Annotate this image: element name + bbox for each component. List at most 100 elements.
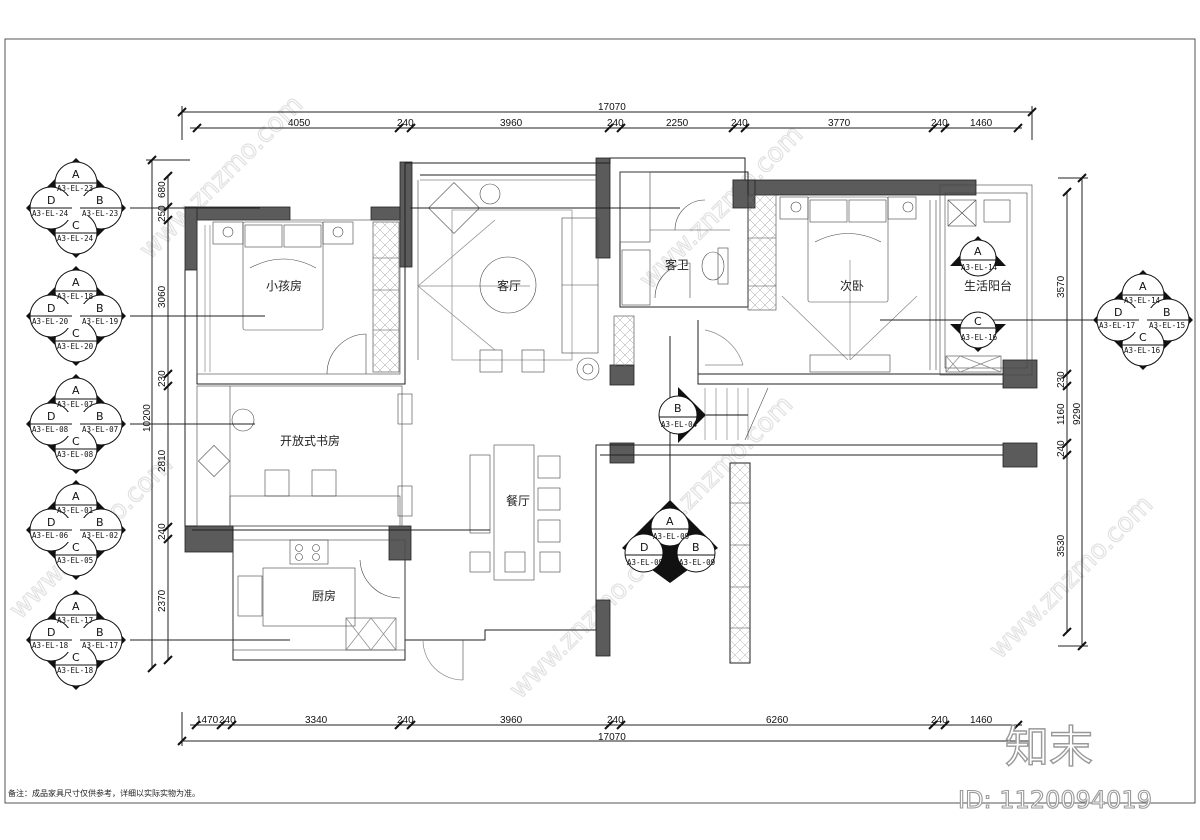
- svg-text:1470: 1470: [196, 715, 219, 726]
- svg-text:A3-EL-18: A3-EL-18: [32, 641, 69, 650]
- svg-text:A3-EL-02: A3-EL-02: [82, 531, 118, 540]
- brand-watermark: 知末: [1005, 722, 1093, 773]
- svg-text:www.znzmo.com: www.znzmo.com: [984, 490, 1159, 665]
- svg-text:6260: 6260: [766, 715, 789, 726]
- svg-text:D: D: [47, 410, 55, 423]
- svg-text:3060: 3060: [157, 285, 168, 308]
- svg-text:A3-EL-24: A3-EL-24: [57, 234, 94, 243]
- top-total-dimension: 17070: [598, 102, 626, 113]
- svg-text:D: D: [47, 626, 55, 639]
- svg-text:3570: 3570: [1056, 275, 1067, 298]
- svg-text:C: C: [72, 219, 80, 232]
- svg-text:680: 680: [157, 181, 168, 198]
- svg-text:A: A: [72, 600, 80, 613]
- svg-text:240: 240: [607, 715, 624, 726]
- right-dimension-chain: 3570 230 1160 240 3530 9290: [1056, 173, 1088, 651]
- svg-text:A3-EL-07: A3-EL-07: [57, 400, 93, 409]
- elevation-tag-balcony-a: A A3-EL-14: [950, 236, 1006, 277]
- svg-text:B: B: [1163, 306, 1171, 319]
- room-label-dining-room: 餐厅: [506, 493, 530, 508]
- room-label-utility-balcony: 生活阳台: [964, 278, 1012, 293]
- elevation-tag-balcony-c: C A3-EL-16: [950, 311, 1006, 352]
- svg-text:A: A: [666, 515, 674, 528]
- svg-text:3340: 3340: [305, 715, 328, 726]
- svg-text:C: C: [974, 315, 982, 328]
- svg-text:B: B: [692, 541, 700, 554]
- svg-text:D: D: [47, 194, 55, 207]
- svg-text:250: 250: [157, 205, 168, 222]
- elevation-tag-dining: A A3-EL-09 B A3-EL-09 D A3-EL-09: [622, 500, 718, 583]
- svg-text:A3-EL-23: A3-EL-23: [57, 184, 93, 193]
- svg-text:A3-EL-18: A3-EL-18: [57, 292, 94, 301]
- svg-text:A3-EL-14: A3-EL-14: [1124, 296, 1161, 305]
- svg-text:3960: 3960: [500, 715, 523, 726]
- room-label-open-study: 开放式书房: [280, 433, 340, 448]
- svg-text:C: C: [72, 327, 80, 340]
- room-label-kids-room: 小孩房: [266, 278, 302, 293]
- svg-text:C: C: [72, 651, 80, 664]
- svg-text:A3-EL-23: A3-EL-23: [82, 209, 118, 218]
- svg-text:A: A: [72, 490, 80, 503]
- left-total-dimension: 10200: [142, 404, 153, 432]
- svg-text:B: B: [96, 302, 104, 315]
- svg-text:240: 240: [731, 118, 748, 129]
- floor-plan-outlines: [130, 157, 1110, 681]
- elevation-tag-left-2: A A3-EL-18 B A3-EL-19 C A3-EL-20 D A3-EL…: [25, 265, 127, 367]
- svg-text:C: C: [72, 541, 80, 554]
- svg-text:D: D: [47, 516, 55, 529]
- bottom-dimension-chain: 1470 240 3340 240 3960 240 6260 240 1460…: [177, 712, 1032, 746]
- watermark-layer: www.znzmo.com www.znzmo.com www.znzmo.co…: [3, 89, 1160, 706]
- svg-text:240: 240: [157, 523, 168, 540]
- elevation-tag-left-1: A A3-EL-23 B A3-EL-23 C A3-EL-24 D A3-EL…: [25, 157, 127, 259]
- svg-text:2810: 2810: [157, 449, 168, 472]
- svg-text:C: C: [1139, 331, 1147, 344]
- walls: [184, 157, 1038, 657]
- svg-text:A: A: [72, 384, 80, 397]
- svg-text:A: A: [1139, 280, 1147, 293]
- svg-text:A3-EL-07: A3-EL-07: [82, 425, 118, 434]
- svg-text:A3-EL-08: A3-EL-08: [57, 450, 94, 459]
- svg-text:240: 240: [607, 118, 624, 129]
- svg-text:1460: 1460: [970, 118, 993, 129]
- svg-text:240: 240: [931, 715, 948, 726]
- room-labels: 小孩房 客厅 客卫 次卧 生活阳台 开放式书房 餐厅 厨房: [266, 257, 1012, 603]
- svg-text:1460: 1460: [970, 715, 993, 726]
- svg-text:A3-EL-20: A3-EL-20: [32, 317, 69, 326]
- svg-text:A3-EL-09: A3-EL-09: [653, 532, 689, 541]
- svg-text:A3-EL-19: A3-EL-19: [82, 317, 118, 326]
- top-dimension-chain: 17070 4050 240 3960 240 2250 240 3770 24…: [177, 102, 1037, 140]
- svg-text:240: 240: [397, 715, 414, 726]
- svg-text:D: D: [47, 302, 55, 315]
- elevation-tag-corridor: B A3-EL-04: [658, 387, 748, 443]
- svg-text:A3-EL-14: A3-EL-14: [961, 263, 998, 272]
- svg-text:A3-EL-17: A3-EL-17: [57, 616, 93, 625]
- svg-text:240: 240: [219, 715, 236, 726]
- svg-text:A3-EL-05: A3-EL-05: [57, 556, 93, 565]
- svg-text:A3-EL-15: A3-EL-15: [1149, 321, 1185, 330]
- svg-text:www.znzmo.com: www.znzmo.com: [134, 90, 309, 265]
- id-watermark: ID: 1120094019: [958, 786, 1152, 814]
- svg-text:1160: 1160: [1056, 403, 1067, 425]
- elevation-tag-left-5: A A3-EL-17 B A3-EL-17 C A3-EL-18 D A3-EL…: [25, 589, 127, 691]
- svg-text:D: D: [640, 541, 648, 554]
- svg-text:A3-EL-16: A3-EL-16: [1124, 346, 1161, 355]
- bottom-total-dimension: 17070: [598, 732, 626, 743]
- svg-text:230: 230: [157, 370, 168, 387]
- svg-text:A: A: [72, 276, 80, 289]
- svg-text:A3-EL-18: A3-EL-18: [57, 666, 94, 675]
- svg-text:A3-EL-24: A3-EL-24: [32, 209, 69, 218]
- staircase: [704, 387, 769, 441]
- svg-text:A3-EL-06: A3-EL-06: [32, 531, 69, 540]
- elevation-tag-left-3: A A3-EL-07 B A3-EL-07 C A3-EL-08 D A3-EL…: [25, 373, 127, 475]
- svg-text:A3-EL-08: A3-EL-08: [32, 425, 69, 434]
- svg-text:3530: 3530: [1056, 534, 1067, 557]
- svg-text:B: B: [96, 194, 104, 207]
- svg-text:A3-EL-04: A3-EL-04: [661, 420, 698, 429]
- elevation-tag-right-1: A A3-EL-14 B A3-EL-15 C A3-EL-16 D A3-EL…: [1092, 269, 1194, 371]
- svg-text:B: B: [96, 516, 104, 529]
- svg-text:230: 230: [1056, 371, 1067, 388]
- svg-text:A3-EL-20: A3-EL-20: [57, 342, 94, 351]
- svg-text:240: 240: [1056, 440, 1067, 457]
- svg-text:B: B: [674, 402, 682, 415]
